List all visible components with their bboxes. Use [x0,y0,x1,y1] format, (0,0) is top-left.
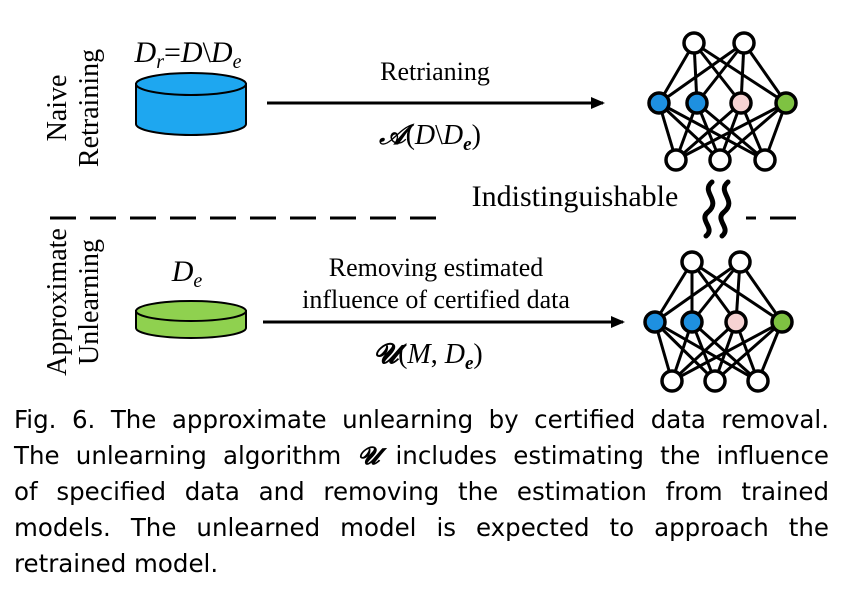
network-node-input [728,250,752,274]
caption-line-1: Fig. 6. The approximate unlearning by ce… [14,405,829,434]
indistinguishable-label: Indistinguishable [472,180,679,213]
approximate-unlearning-row-label: Approximate Unlearning [42,228,105,376]
network-node-hidden [685,91,709,115]
network-node-hidden [729,91,753,115]
network-node-input [680,250,704,274]
remaining-dataset-label: Dr=D\De [134,36,242,73]
unlearning-arrow-label-line2: influence of certified data [302,285,570,314]
approximately-equal-icon [702,179,732,239]
approx-label-line1: Approximate [42,228,73,376]
network-edge [658,101,766,162]
unlearning-diagram: Naive Retraining Approximate Unlearning … [42,31,804,393]
network-node-hidden [647,91,671,115]
network-edge [690,261,738,323]
naive-retraining-row-label: Naive Retraining [42,49,105,167]
network-node-output [660,369,684,393]
caption-line-5: retrained model. [14,549,219,578]
unlearned-model-network [643,250,794,393]
network-edge [654,260,741,324]
network-edge [675,101,742,162]
network-edge [719,101,787,162]
network-edge [714,320,783,383]
network-edge [671,320,783,383]
network-node-output [746,369,770,393]
network-node-hidden [680,310,704,334]
retraining-algorithm-formula: 𝒜(D\De) [378,120,481,155]
naive-label-line1: Naive [42,75,73,142]
retrained-model-network [647,31,798,172]
network-edge [657,101,722,162]
network-edge [670,320,738,383]
network-node-output [703,369,727,393]
network-node-output [664,148,688,172]
network-edge [654,320,759,383]
network-edge [653,320,717,383]
retraining-arrow-label: Retrianing [380,57,490,86]
remaining-dataset-cylinder [135,72,247,136]
unlearning-algorithm-symbol: 𝓤 [357,441,380,470]
naive-label-line2: Retraining [74,49,105,167]
unlearning-algorithm-formula: 𝓤(M, De) [373,339,482,374]
caption-line-4: models. The unlearned model is expected … [14,513,829,542]
erased-dataset-label: De [171,255,203,292]
unlearning-arrow-label-line1: Removing estimated [329,253,543,282]
erased-dataset-cylinder [135,300,247,339]
caption-line-2: The unlearning algorithm 𝓤 includes esti… [14,441,829,470]
figure-caption: Fig. 6. The approximate unlearning by ce… [14,402,829,582]
network-node-output [753,148,777,172]
network-edge [693,41,787,105]
network-edge [675,101,787,162]
network-edge [692,42,743,104]
network-node-hidden [724,310,748,334]
network-node-hidden [770,310,794,334]
network-edges [657,41,788,162]
network-edge [742,42,788,104]
network-node-hidden [643,310,667,334]
caption-line-3: of specified data and removing the estim… [14,477,829,506]
network-edge [695,42,746,104]
network-node-hidden [774,91,798,115]
network-node-input [682,31,706,55]
approx-label-line2: Unlearning [74,239,105,365]
network-edge [738,261,784,323]
network-edge [658,41,745,105]
network-node-output [708,148,732,172]
network-edges [653,260,784,383]
network-node-input [732,31,756,55]
network-edge [690,261,742,323]
